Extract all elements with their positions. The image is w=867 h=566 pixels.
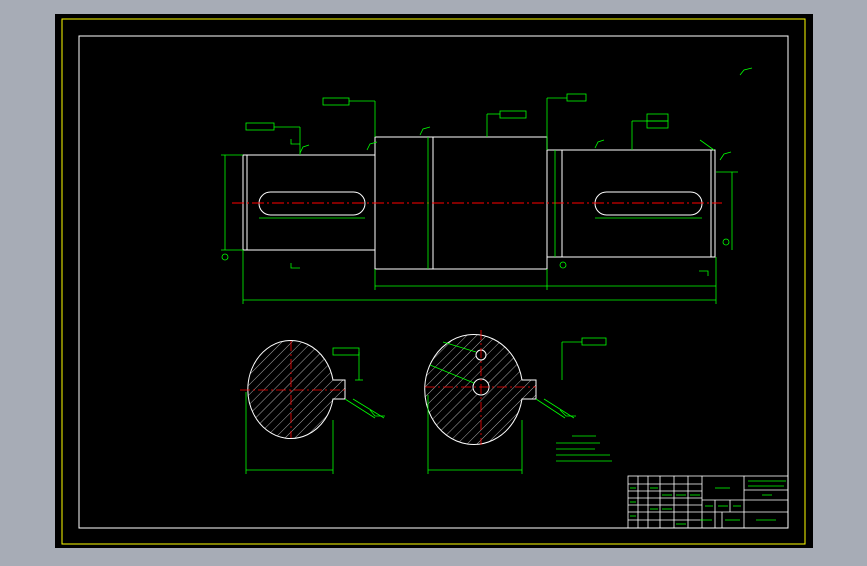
inner-border (78, 35, 789, 529)
section-left-profile (247, 340, 346, 439)
section-view-right (424, 330, 612, 474)
title-block (627, 475, 789, 529)
section-view-left (240, 340, 385, 474)
drawing-sheet (55, 14, 813, 548)
title-block-labels (630, 480, 786, 525)
front-view-dimensions (221, 67, 753, 304)
outer-frame (61, 18, 806, 545)
